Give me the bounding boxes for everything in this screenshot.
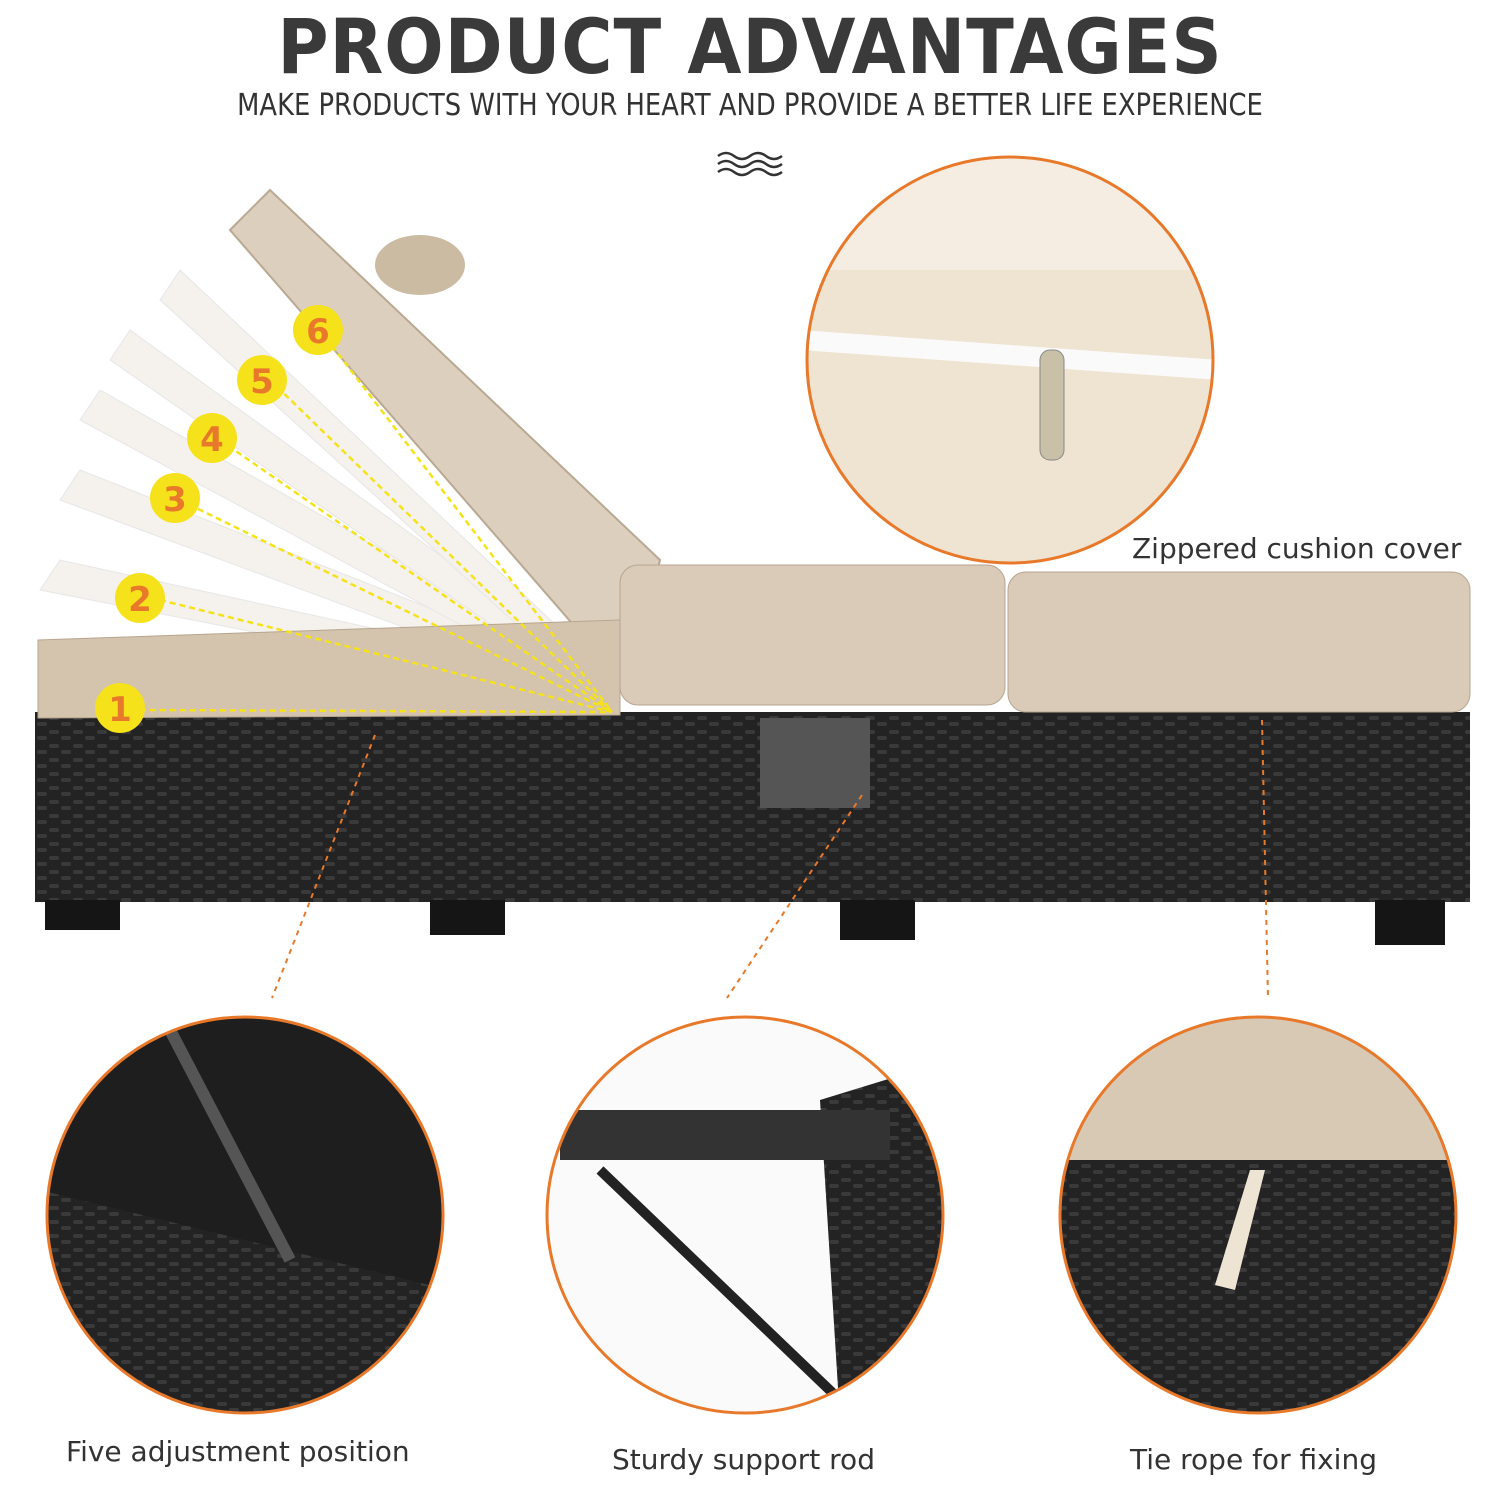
support-rod-detail-image [547,1017,943,1413]
svg-text:4: 4 [200,420,224,460]
position-badge-2: 2 [115,573,165,623]
detail-circles [45,155,1458,1415]
svg-text:3: 3 [163,480,187,520]
svg-text:5: 5 [250,362,274,402]
caption-zipper: Zippered cushion cover [1132,532,1462,565]
zipper-detail-image [807,157,1213,563]
seat-cushion [37,619,621,719]
svg-text:1: 1 [108,690,132,730]
caption-adjust: Five adjustment position [66,1435,410,1468]
position-badge-6: 6 [293,305,343,355]
svg-text:2: 2 [128,580,152,620]
position-badge-1: 1 [95,683,145,733]
wicker-base [35,712,1470,902]
tie-rope-detail-image [1060,1017,1456,1413]
position-badge-4: 4 [187,413,237,463]
caption-rod: Sturdy support rod [612,1443,875,1476]
middle-cushion [619,564,1006,706]
page-title: PRODUCT ADVANTAGES [277,2,1223,91]
wave-divider-icon [717,151,783,177]
pillow [375,235,465,295]
page-subtitle: MAKE PRODUCTS WITH YOUR HEART AND PROVID… [237,88,1263,123]
position-badge-5: 5 [237,355,287,405]
callout-lines [271,719,1269,999]
caption-rope: Tie rope for fixing [1130,1443,1377,1476]
position-badge-3: 3 [150,473,200,523]
foot-cushion [1007,571,1471,713]
angle-lines [139,329,613,714]
legs [45,900,1445,945]
svg-text:6: 6 [306,312,330,352]
adjustment-detail-image [47,1017,443,1413]
position-badges: 1 2 3 4 5 6 [95,305,343,733]
